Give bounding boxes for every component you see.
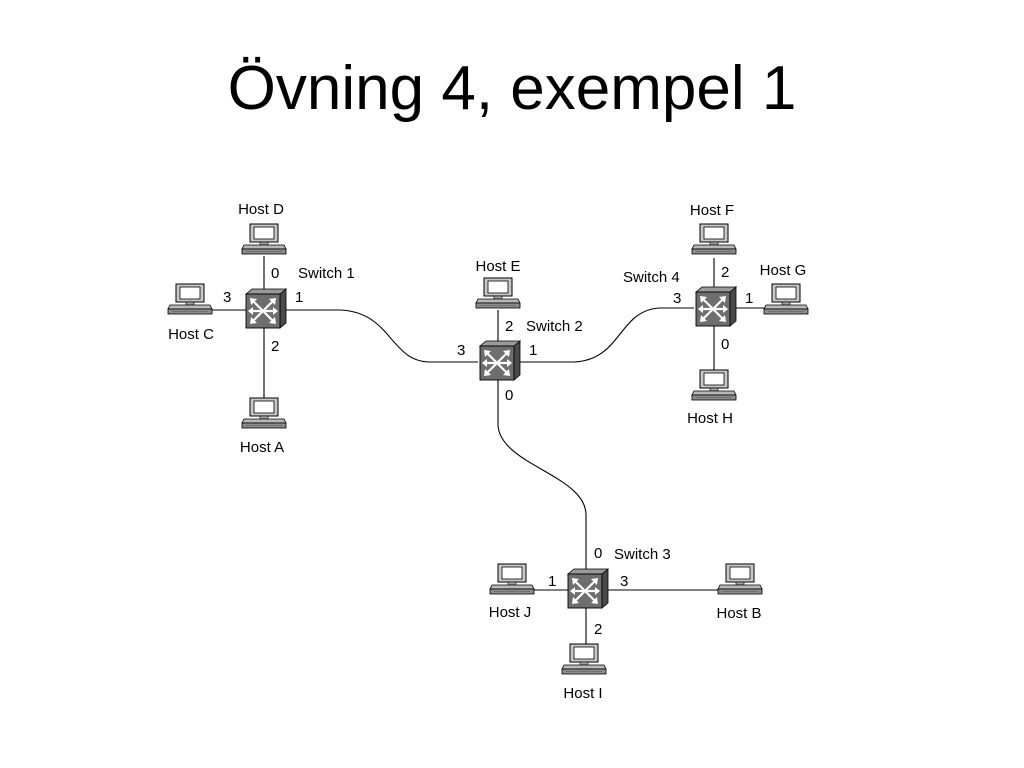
host-j-computer-icon — [489, 563, 535, 595]
port-s2-0: 0 — [505, 387, 513, 404]
port-s4-1: 1 — [745, 290, 753, 307]
port-s1-0: 0 — [271, 265, 279, 282]
host-f-computer-icon — [691, 223, 737, 255]
host-a-computer-icon — [241, 397, 287, 429]
host-label-a: Host A — [240, 439, 284, 456]
port-s4-2: 2 — [721, 264, 729, 281]
host-label-j: Host J — [489, 604, 532, 621]
host-label-f: Host F — [690, 202, 734, 219]
host-b-computer-icon — [717, 563, 763, 595]
port-s2-1: 1 — [529, 342, 537, 359]
switch-label-3: Switch 3 — [614, 546, 671, 563]
host-label-d: Host D — [238, 201, 284, 218]
port-s3-3: 3 — [620, 573, 628, 590]
host-label-g: Host G — [760, 262, 807, 279]
switch-4-icon — [694, 285, 738, 328]
port-s4-3: 3 — [673, 290, 681, 307]
host-d-computer-icon — [241, 223, 287, 255]
host-label-i: Host I — [563, 685, 602, 702]
port-s3-2: 2 — [594, 621, 602, 638]
port-s1-3: 3 — [223, 289, 231, 306]
host-h-computer-icon — [691, 369, 737, 401]
port-s3-0: 0 — [594, 545, 602, 562]
port-s1-2: 2 — [271, 338, 279, 355]
switch-label-4: Switch 4 — [623, 269, 680, 286]
host-c-computer-icon — [167, 283, 213, 315]
port-s3-1: 1 — [548, 573, 556, 590]
link-s2-s4 — [518, 307, 694, 363]
switch-label-2: Switch 2 — [526, 318, 583, 335]
switch-1-icon — [244, 287, 288, 330]
slide-title: Övning 4, exempel 1 — [227, 54, 797, 123]
link-s2-s3 — [497, 380, 587, 574]
port-s1-1: 1 — [295, 289, 303, 306]
host-g-computer-icon — [763, 283, 809, 315]
host-e-computer-icon — [475, 277, 521, 309]
host-label-b: Host B — [716, 605, 761, 622]
port-s4-0: 0 — [721, 336, 729, 353]
port-s2-2: 2 — [505, 318, 513, 335]
switch-2-icon — [478, 339, 522, 382]
link-s1-s2 — [286, 309, 478, 363]
host-label-h: Host H — [687, 410, 733, 427]
switch-3-icon — [566, 567, 610, 610]
switch-label-1: Switch 1 — [298, 265, 355, 282]
host-i-computer-icon — [561, 643, 607, 675]
port-s2-3: 3 — [457, 342, 465, 359]
host-label-c: Host C — [168, 326, 214, 343]
host-label-e: Host E — [475, 258, 520, 275]
